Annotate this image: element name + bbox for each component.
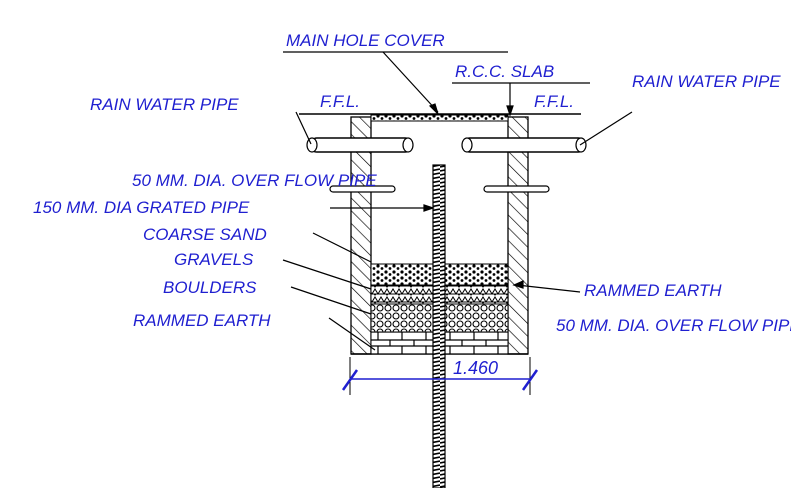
label-overflow-pipe-left: 50 MM. DIA. OVER FLOW PIPE [132, 171, 377, 190]
rain-water-pipe-left [306, 137, 414, 153]
rcc-slab [370, 114, 509, 122]
label-main-hole-cover: MAIN HOLE COVER [286, 31, 445, 50]
rain-water-pipe-right [461, 137, 587, 153]
label-rcc-slab: R.C.C. SLAB [455, 62, 554, 81]
overflow-pipe-right [483, 185, 550, 193]
label-gravels: GRAVELS [174, 250, 254, 269]
label-width-dimension: 1.460 [453, 358, 498, 378]
label-grated-pipe: 150 MM. DIA GRATED PIPE [33, 198, 250, 217]
label-rammed-earth-right: RAMMED EARTH [584, 281, 722, 300]
label-rain-water-pipe-left: RAIN WATER PIPE [90, 95, 239, 114]
label-coarse-sand: COARSE SAND [143, 225, 267, 244]
label-boulders: BOULDERS [163, 278, 257, 297]
grated-pipe [432, 164, 446, 488]
label-ffl-left: F.F.L. [320, 92, 360, 111]
label-ffl-right: F.F.L. [534, 92, 574, 111]
label-rammed-earth-left: RAMMED EARTH [133, 311, 271, 330]
width-dimension [341, 357, 539, 395]
label-rain-water-pipe-right: RAIN WATER PIPE [632, 72, 781, 91]
overflow-pipe-left [329, 185, 396, 193]
leader-lines [282, 51, 633, 351]
label-overflow-pipe-right: 50 MM. DIA. OVER FLOW PIPE [556, 316, 791, 335]
